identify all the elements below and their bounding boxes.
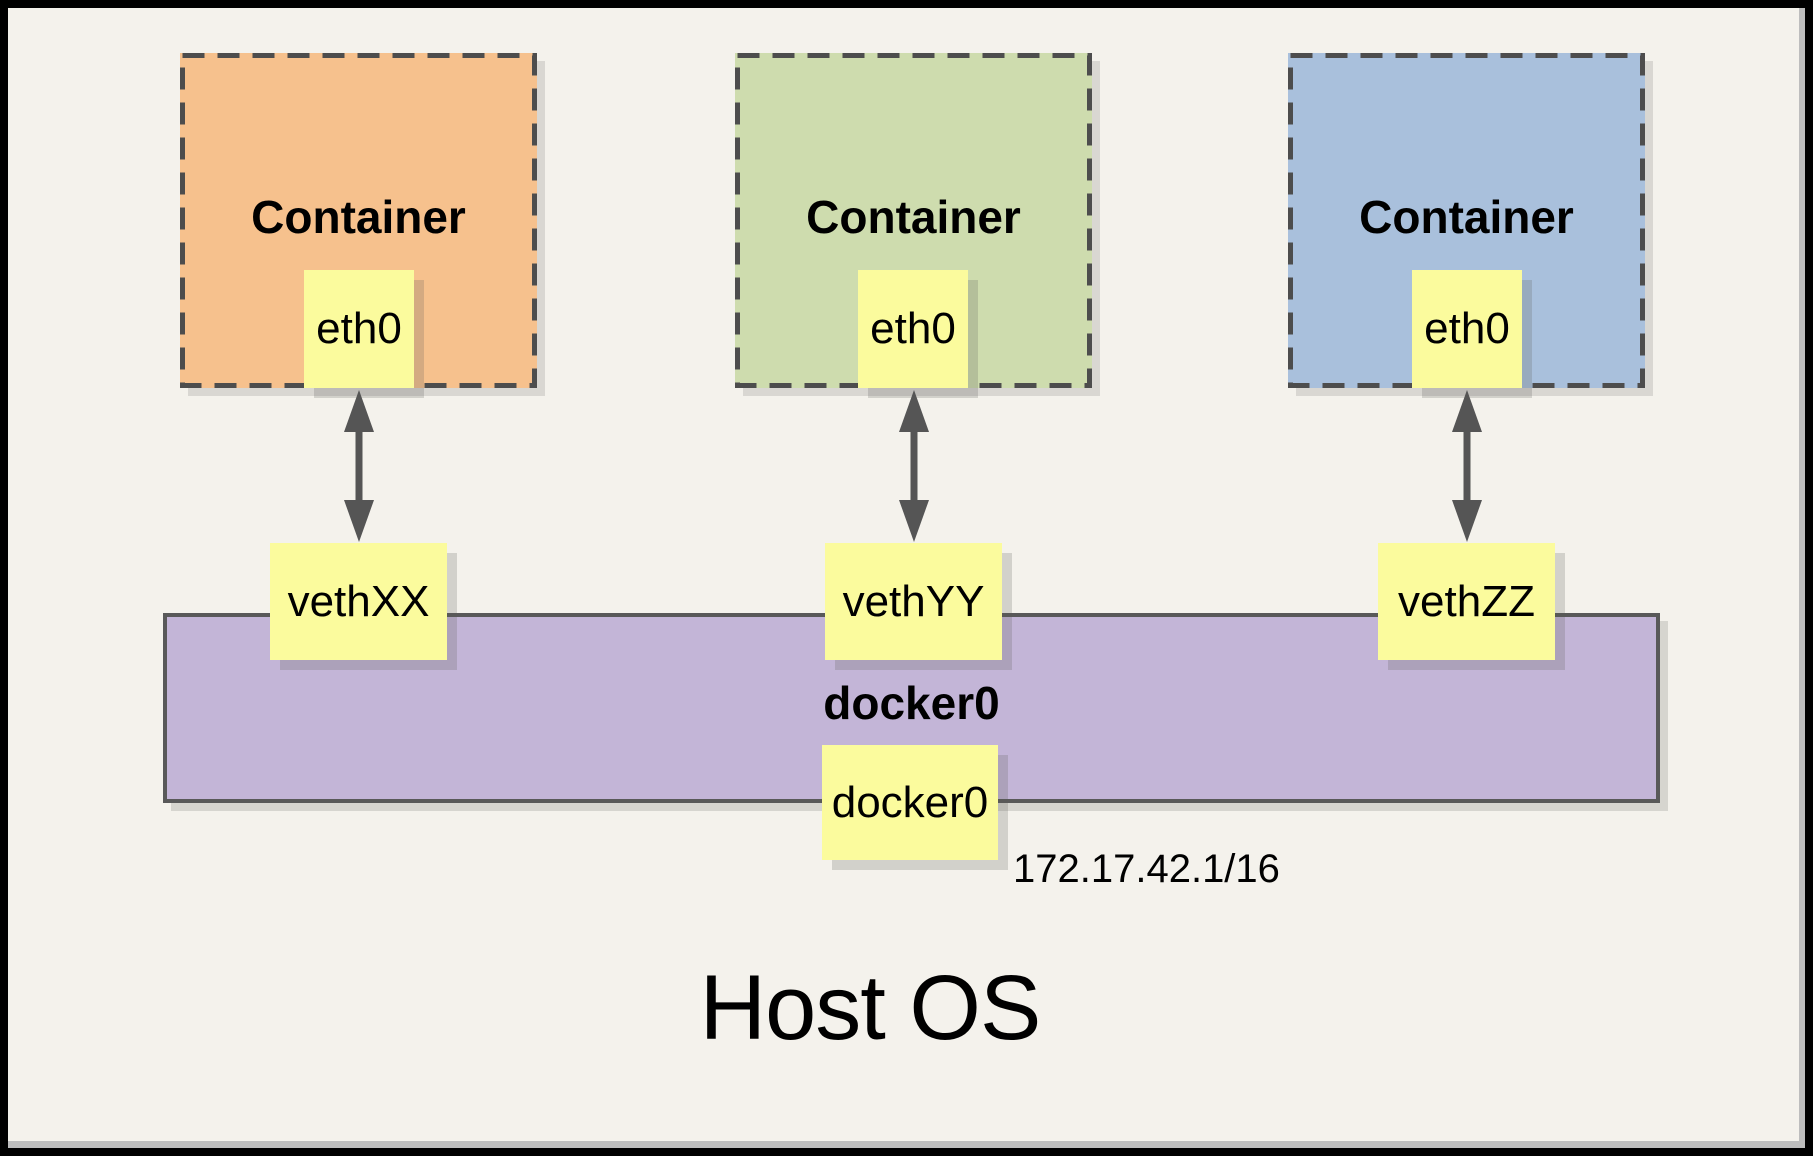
veth-label-box-yy: vethYY bbox=[825, 543, 1002, 660]
veth-connection-arrow-3 bbox=[1452, 390, 1482, 542]
container-label-1: Container bbox=[251, 191, 466, 243]
veth-connection-arrow-2 bbox=[899, 390, 929, 542]
docker0-bridge-label: docker0 bbox=[823, 677, 1000, 729]
eth0-label-box-1: eth0 bbox=[304, 270, 414, 388]
eth0-label-box-3: eth0 bbox=[1412, 270, 1522, 388]
eth0-label-box-2: eth0 bbox=[858, 270, 968, 388]
docker0-interface-box: docker0 bbox=[822, 745, 998, 860]
veth-label-box-xx: vethXX bbox=[270, 543, 447, 660]
container-label-2: Container bbox=[806, 191, 1021, 243]
host-os-label: Host OS bbox=[699, 957, 1042, 1059]
container-label-3: Container bbox=[1359, 191, 1574, 243]
veth-connection-arrow-1 bbox=[344, 390, 374, 542]
bridge-ip-address: 172.17.42.1/16 bbox=[1013, 847, 1280, 891]
veth-label-box-zz: vethZZ bbox=[1378, 543, 1555, 660]
